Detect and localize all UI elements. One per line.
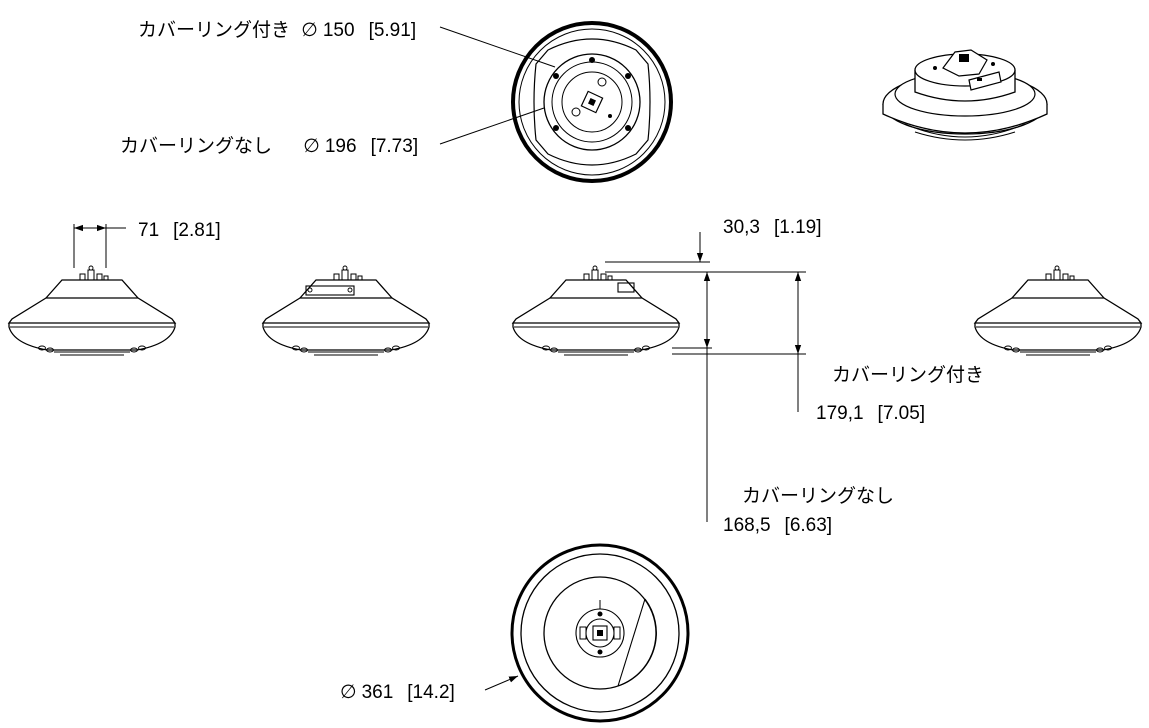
- height-with-ring-imperial: [7.05]: [877, 403, 926, 424]
- cover-ring-off-metric: 196: [324, 136, 357, 157]
- side-view-4: [974, 265, 1142, 356]
- cover-ring-on-text: カバーリング付き: [138, 20, 291, 41]
- height-without-ring-metric: 168,5: [723, 515, 771, 536]
- cover-ring-on-imperial: [5.91]: [368, 20, 417, 41]
- height-without-ring-imperial: [6.63]: [784, 515, 833, 536]
- cover-ring-off-imperial: [7.73]: [370, 136, 419, 157]
- height-with-ring-text: カバーリング付き: [832, 365, 985, 386]
- mount-width-metric: 71: [138, 220, 160, 241]
- height-with-ring-value: 179,1 [7.05]: [816, 404, 925, 423]
- side-view-1: [8, 265, 176, 356]
- height-without-ring-text: カバーリングなし: [742, 486, 895, 507]
- outer-diameter-metric: 361: [361, 682, 394, 703]
- top-height-label: 30,3 [1.19]: [723, 218, 822, 237]
- side-view-2: [262, 265, 430, 356]
- perspective-view: [882, 49, 1048, 141]
- height-with-ring-metric: 179,1: [816, 403, 864, 424]
- cover-ring-on-metric: 150: [322, 20, 355, 41]
- top-view: [511, 21, 673, 183]
- diameter-symbol: ∅: [303, 135, 320, 157]
- diameter-symbol: ∅: [301, 19, 318, 41]
- top-height-metric: 30,3: [723, 217, 760, 238]
- height-without-ring-value: 168,5 [6.63]: [723, 516, 832, 535]
- mount-width-label: 71 [2.81]: [138, 221, 221, 240]
- cover-ring-off-text: カバーリングなし: [120, 136, 273, 157]
- cover-ring-on-diameter-label: カバーリング付き ∅150 [5.91]: [138, 19, 417, 41]
- cover-ring-off-diameter-label: カバーリングなし ∅196 [7.73]: [120, 135, 419, 157]
- bottom-view: [510, 543, 690, 723]
- top-height-imperial: [1.19]: [773, 217, 822, 238]
- mount-width-imperial: [2.81]: [173, 220, 221, 241]
- outer-diameter-imperial: [14.2]: [407, 682, 455, 703]
- diameter-symbol: ∅: [340, 681, 357, 703]
- side-view-3: [512, 265, 680, 356]
- height-with-ring-caption: カバーリング付き: [832, 366, 984, 385]
- height-without-ring-caption: カバーリングなし: [742, 487, 894, 506]
- outer-diameter-label: ∅361 [14.2]: [340, 681, 455, 703]
